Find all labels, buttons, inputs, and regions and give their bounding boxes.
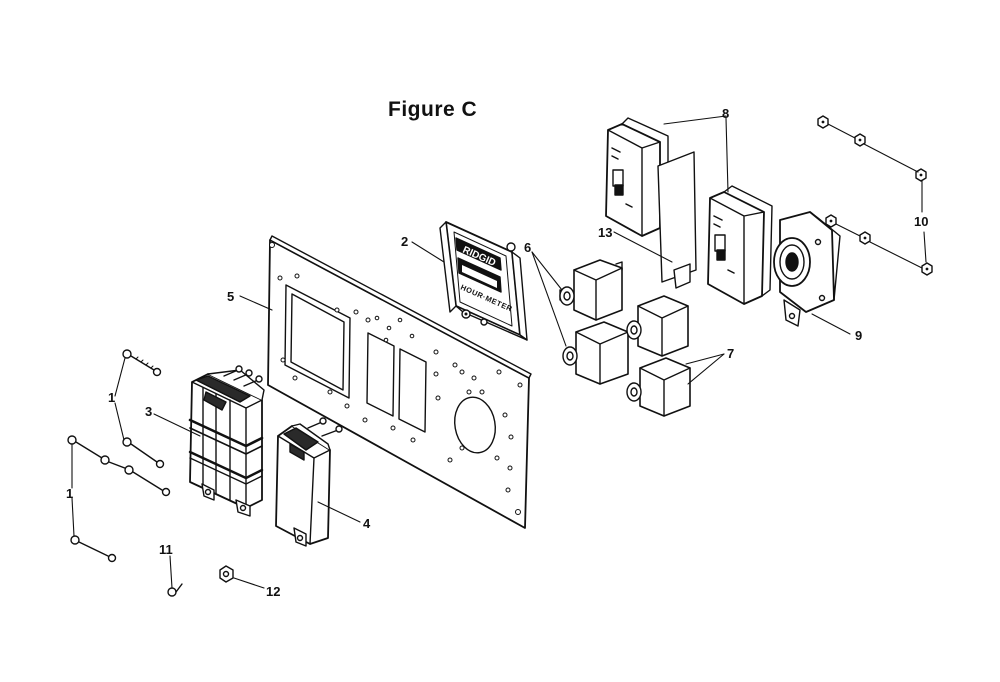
hour-meter: RIDGID HOUR·METER [439, 221, 528, 341]
twist-lock-receptacle [773, 211, 841, 327]
circuit-breakers [559, 259, 691, 417]
callout-11: 11 [159, 542, 173, 557]
callout-8: 8 [722, 106, 730, 121]
mounting-screws [67, 349, 183, 597]
figure-title: Figure C [388, 98, 478, 121]
callout-12: 12 [266, 584, 281, 599]
panel-nuts [817, 115, 933, 276]
screw [70, 535, 117, 563]
callout-7: 7 [727, 346, 735, 361]
breaker [559, 259, 623, 321]
breaker [562, 321, 629, 385]
callout-13: 13 [598, 225, 613, 240]
callout-1-upper: 1 [108, 390, 116, 405]
callout-4: 4 [363, 516, 371, 531]
small-receptacle [275, 417, 343, 547]
hex-nut [219, 565, 234, 583]
callout-6: 6 [524, 240, 532, 255]
cover-plate [657, 151, 697, 289]
screw [124, 465, 171, 497]
callout-3: 3 [145, 404, 153, 419]
callout-10: 10 [914, 214, 929, 229]
callout-5: 5 [227, 289, 235, 304]
screw [167, 583, 183, 597]
leader-lines [71, 115, 927, 589]
large-receptacle [188, 365, 265, 517]
callout-9: 9 [855, 328, 863, 343]
callout-2: 2 [401, 234, 409, 249]
control-panel-plate [267, 235, 532, 529]
gfci-outlet [707, 185, 773, 305]
screw [122, 349, 162, 377]
screw [122, 437, 165, 469]
breaker [626, 357, 691, 417]
callout-1-lower: 1 [66, 486, 74, 501]
breaker [626, 295, 689, 357]
